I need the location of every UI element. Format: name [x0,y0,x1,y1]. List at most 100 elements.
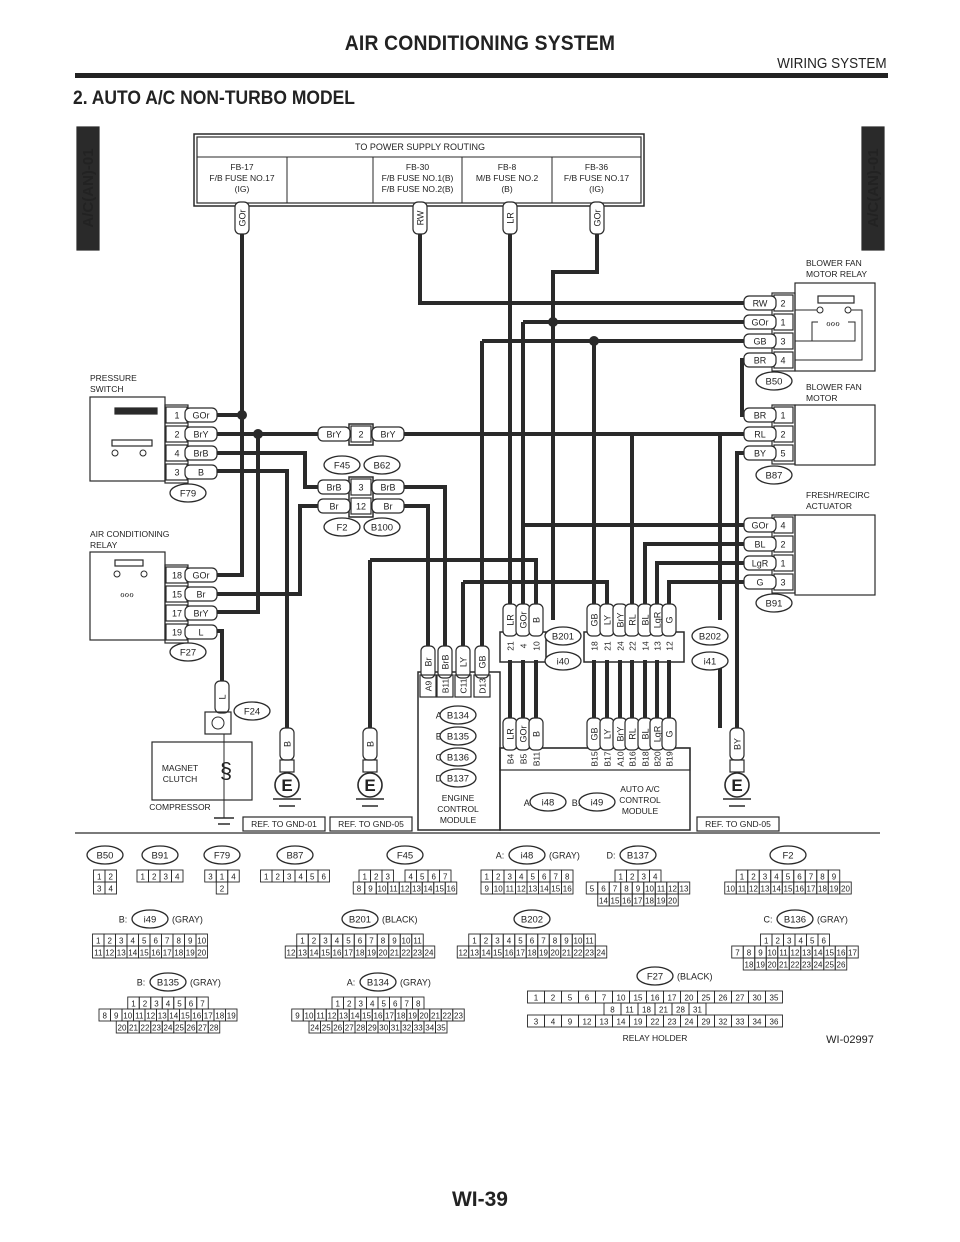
connector-pin-cell [317,869,330,883]
connector-view-note: (BLACK) [677,972,713,982]
b201-connector-id-oval [544,626,582,646]
connector-pin-cell [104,881,117,895]
connector-pin-number: 14 [128,949,137,958]
power-wire-label-0: GOr [238,209,248,226]
wire-tag [184,567,218,583]
blower-motor-pin: 1 [780,411,785,421]
connector-pin-number: 4 [507,937,512,946]
connector-view-id-oval [86,845,124,865]
connector-pin-number: 6 [393,1000,398,1009]
connector-pin-number: 10 [494,885,503,894]
pressure-switch-wire-label: BrY [193,430,208,440]
blower-relay-wire-label: GOr [752,318,769,328]
connector-pin-number: 1 [264,873,269,882]
connector-pin-number: 4 [551,1018,556,1027]
connector-view-id-oval [769,845,807,865]
connector-pin-number: 15 [435,885,444,894]
connector-pin-number: 1 [96,937,101,946]
b202-pin: 18 [590,641,600,651]
connector-pin-number: 1 [764,937,769,946]
relay-terminal [140,570,148,578]
ac-relay-title: AIR CONDITIONING [90,529,169,539]
connector-pin-number: 1 [485,873,490,882]
ecm-connector-id-oval [439,747,477,767]
connector-pin-number: 17 [344,949,353,958]
connector-pin-number: 23 [413,949,422,958]
connector-pin-cell [839,881,852,895]
wire-tag [184,586,218,602]
wire-gor-fb17 [198,205,244,577]
connector-pin-number: 3 [508,873,513,882]
connector-pin-number: 20 [118,1024,127,1033]
connector-pin-number: 6 [154,937,159,946]
joint-f45-wire-right: BrY [380,430,395,440]
wire-tag [661,717,677,751]
connector-pin-number: 10 [574,937,583,946]
connector-view-id: i48 [521,851,534,862]
b201-wire-label: LR [506,614,516,626]
ac-module-pin: B19 [665,751,675,766]
ground-ref-box [329,816,413,832]
connector-pin-number: 24 [425,949,434,958]
connector-pin-number: 15 [825,949,834,958]
wire-tag [317,498,351,514]
connector-pin-number: 19 [186,949,195,958]
connector-view-id: B202 [521,915,543,926]
connector-pin-cell [215,881,229,895]
connector-pin-number: 14 [599,897,608,906]
connector-pin-number: 17 [807,885,816,894]
connector-pin-number: 15 [784,885,793,894]
ac-module-pin: B20 [653,751,663,766]
joint-f45-connector-id: F45 [334,461,350,472]
blower-motor-body [794,404,876,466]
blower-relay-wire-label: GB [753,337,766,347]
joint-f45-connector-id-oval [363,455,401,475]
connector-pin-number: 10 [378,885,387,894]
connector-pin-number: 13 [412,885,421,894]
connector-pin-number: 34 [425,1024,434,1033]
connector-pin-number: 2 [630,873,635,882]
connector-pin-number: 12 [791,949,800,958]
pressure-switch-wire-label: B [198,468,204,478]
connector-pin-number: 10 [617,994,626,1003]
connector-pin-number: 12 [668,885,677,894]
connector-pin-number: 5 [346,937,351,946]
ecm-wire-label: Br [424,657,434,666]
connector-pin-number: 1 [534,994,539,1003]
connector-pin-number: 1 [619,873,624,882]
connector-pin-number: 1 [97,873,102,882]
connector-pin-number: 4 [131,937,136,946]
connector-pin-number: 16 [192,1012,201,1021]
connector-pin-number: 5 [420,873,425,882]
wire-tag [743,352,777,368]
connector-pin-number: 1 [220,873,225,882]
blower-relay-pin: 1 [780,318,785,328]
connector-pin-cell [444,881,458,895]
connector-pin-number: 15 [140,949,149,958]
fuse-label-4: (IG) [589,184,604,194]
connector-pin-number: 26 [333,1024,342,1033]
connector-pin-number: 30 [379,1024,388,1033]
connector-view-id: F79 [214,851,230,862]
fresh-recirc-pin: 2 [780,540,785,550]
pressure-switch-pin: 4 [174,449,179,459]
connector-pin-number: 12 [146,1012,155,1021]
connector-pin-number: 29 [368,1024,377,1033]
connector-pin-number: 8 [610,1006,615,1015]
blower-motor-pin: 2 [780,430,785,440]
relay-terminal [844,306,852,314]
connector-pin-number: 15 [181,1012,190,1021]
connector-view-prefix: A: [496,851,505,861]
connector-pin-number: 5 [531,873,536,882]
blower-relay-connector-housing [771,292,796,372]
ac-relay-connector-housing [164,564,189,644]
connector-pin-number: 10 [123,1012,132,1021]
connector-pin-number: 6 [585,994,590,1003]
connector-pin-number: 18 [818,885,827,894]
page-number: WI-39 [451,1188,508,1211]
blower-relay-wire-label: BR [754,356,767,366]
ac-module-wire-label: LgR [653,725,663,742]
b202-wire-label: BL [641,614,651,625]
wire-tag [184,605,218,621]
connector-pin-number: 6 [358,937,363,946]
